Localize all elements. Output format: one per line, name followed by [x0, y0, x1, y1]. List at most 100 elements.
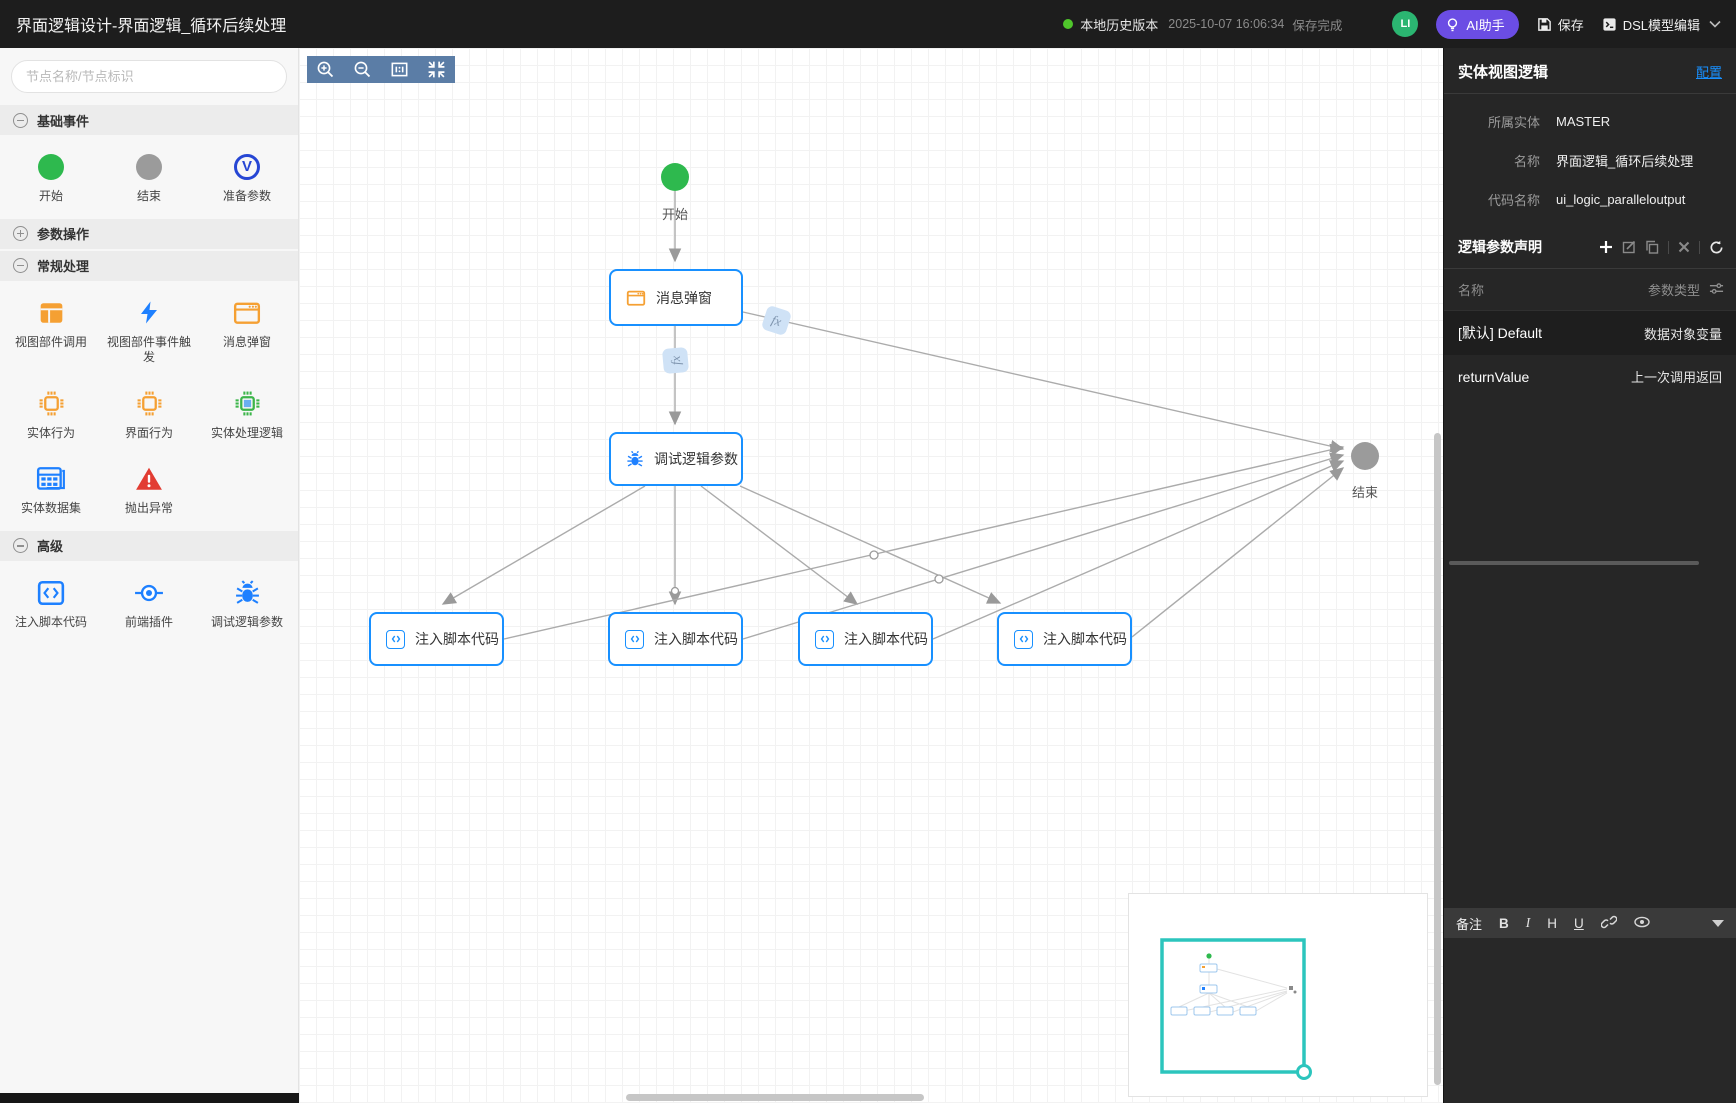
palette-item-prepare-params[interactable]: V 准备参数	[198, 139, 296, 215]
one-to-one-icon	[391, 62, 408, 77]
underline-button[interactable]: U	[1574, 915, 1584, 931]
floppy-icon	[1537, 17, 1551, 31]
palette-item-label: 实体行为	[26, 425, 75, 440]
canvas-horizontal-scrollbar[interactable]	[626, 1094, 924, 1101]
node-search-input[interactable]	[11, 60, 287, 93]
inject-script-node-4[interactable]: 注入脚本代码	[997, 612, 1132, 666]
column-filter-button[interactable]	[1709, 281, 1724, 299]
note-collapse-caret[interactable]	[1712, 919, 1724, 927]
copy-param-button[interactable]	[1645, 240, 1659, 254]
minimap-preview	[1160, 938, 1312, 1080]
lightning-icon	[141, 301, 157, 324]
preview-eye-button[interactable]	[1634, 916, 1650, 931]
link-button[interactable]	[1600, 915, 1618, 932]
bug-icon	[235, 580, 259, 605]
palette-item-label: 结束	[136, 189, 161, 203]
dsl-model-edit-label: DSL模型编辑	[1622, 17, 1700, 33]
node-title: 注入脚本代码	[1043, 631, 1127, 647]
edge-waypoint[interactable]	[934, 574, 944, 584]
fit-view-icon	[428, 61, 445, 78]
fit-view-button[interactable]	[418, 56, 455, 83]
flow-canvas[interactable]: 开始 消息弹窗 fx fx 调试逻辑参数 注入脚本代码 注入脚本代码 注入脚本代…	[299, 48, 1443, 1103]
palette-item-label: 前端插件	[124, 614, 173, 629]
palette-item-label: 准备参数	[222, 189, 271, 203]
code-brackets-icon	[625, 629, 644, 649]
param-row-default[interactable]: [默认] Default 数据对象变量	[1444, 311, 1736, 355]
palette-item-label: 注入脚本代码	[14, 614, 87, 629]
node-title: 消息弹窗	[656, 289, 712, 306]
minimap-resize-handle[interactable]	[1296, 1064, 1312, 1080]
zoom-out-button[interactable]	[344, 56, 381, 83]
chevron-down-icon	[1709, 20, 1721, 28]
palette-item-debug-params[interactable]: 调试逻辑参数	[198, 565, 296, 641]
basic-events-grid: 开始 结束 V 准备参数	[0, 135, 298, 217]
edit-param-button[interactable]	[1622, 240, 1636, 254]
end-node[interactable]	[1351, 442, 1379, 470]
param-type: 上一次调用返回	[1630, 370, 1722, 385]
delete-param-button[interactable]	[1678, 241, 1690, 253]
italic-button[interactable]: I	[1525, 915, 1531, 930]
palette-item-message-popup[interactable]: 消息弹窗	[198, 285, 296, 376]
palette-item-throw-exception[interactable]: 抛出异常	[100, 451, 198, 527]
zoom-in-icon	[317, 61, 334, 78]
canvas-vertical-scrollbar[interactable]	[1434, 433, 1441, 1085]
fx-expression-badge[interactable]: fx	[661, 346, 690, 375]
palette-item-frontend-plugin[interactable]: 前端插件	[100, 565, 198, 641]
refresh-params-button[interactable]	[1709, 240, 1724, 255]
code-brackets-icon	[386, 629, 405, 649]
flow-edges	[441, 191, 1345, 640]
palette-item-entity-logic[interactable]: 实体处理逻辑	[198, 376, 296, 452]
field-label: 代码名称	[1487, 193, 1540, 208]
plus-circle-icon	[13, 226, 28, 242]
start-node[interactable]	[661, 163, 689, 191]
debug-params-node[interactable]: 调试逻辑参数	[609, 432, 743, 486]
message-window-icon	[626, 290, 646, 306]
note-editor-area[interactable]	[1444, 938, 1736, 1103]
section-header-basic-events[interactable]: 基础事件	[0, 105, 298, 135]
bug-icon	[627, 450, 643, 467]
actual-size-button[interactable]	[381, 56, 418, 83]
palette-item-ui-behavior[interactable]: 界面行为	[100, 376, 198, 452]
ai-assistant-button[interactable]: AI助手	[1436, 9, 1519, 39]
palette-item-widget-call[interactable]: 视图部件调用	[2, 285, 100, 376]
inject-script-node-1[interactable]: 注入脚本代码	[369, 612, 504, 666]
minimap[interactable]	[1128, 893, 1428, 1097]
dsl-editor-icon	[1603, 17, 1616, 31]
palette-item-entity-behavior[interactable]: 实体行为	[2, 376, 100, 452]
add-param-button[interactable]	[1599, 240, 1613, 254]
palette-item-start[interactable]: 开始	[2, 139, 100, 215]
node-title: 注入脚本代码	[654, 631, 738, 647]
heading-button[interactable]: H	[1547, 915, 1558, 931]
zoom-in-button[interactable]	[307, 56, 344, 83]
palette-item-label: 界面行为	[124, 425, 173, 440]
palette-item-inject-script[interactable]: 注入脚本代码	[2, 565, 100, 641]
params-section-title: 逻辑参数声明	[1458, 239, 1542, 255]
section-header-param-ops[interactable]: 参数操作	[0, 218, 298, 249]
inject-script-node-3[interactable]: 注入脚本代码	[798, 612, 933, 666]
dataset-table-icon	[36, 466, 65, 490]
section-label: 高级	[37, 539, 64, 555]
section-header-common[interactable]: 常规处理	[0, 250, 298, 281]
param-row-returnvalue[interactable]: returnValue 上一次调用返回	[1444, 355, 1736, 398]
minimap-viewport[interactable]	[1160, 938, 1306, 1074]
edge-waypoint[interactable]	[670, 586, 680, 596]
divider	[1699, 240, 1700, 254]
dsl-model-edit-button[interactable]: DSL模型编辑	[1602, 15, 1700, 34]
palette-item-entity-dataset[interactable]: 实体数据集	[2, 451, 100, 527]
section-header-advanced[interactable]: 高级	[0, 530, 298, 561]
avatar[interactable]: LI	[1392, 11, 1419, 37]
bold-button[interactable]: B	[1499, 915, 1509, 931]
topbar-collapse-chevron[interactable]	[1708, 19, 1722, 29]
save-button[interactable]: 保存	[1537, 15, 1584, 34]
palette-item-widget-event[interactable]: 视图部件事件触发	[100, 285, 198, 376]
end-node-icon	[136, 154, 162, 180]
start-node-icon	[38, 154, 64, 180]
edge-waypoint[interactable]	[869, 550, 879, 560]
section-label: 参数操作	[37, 227, 90, 243]
message-popup-node[interactable]: 消息弹窗	[609, 269, 743, 326]
palette-item-end[interactable]: 结束	[100, 139, 198, 215]
inject-script-node-2[interactable]: 注入脚本代码	[608, 612, 743, 666]
config-link[interactable]: 配置	[1695, 65, 1722, 80]
panel-horizontal-scrollbar[interactable]	[1449, 561, 1699, 565]
param-type: 数据对象变量	[1643, 326, 1722, 342]
